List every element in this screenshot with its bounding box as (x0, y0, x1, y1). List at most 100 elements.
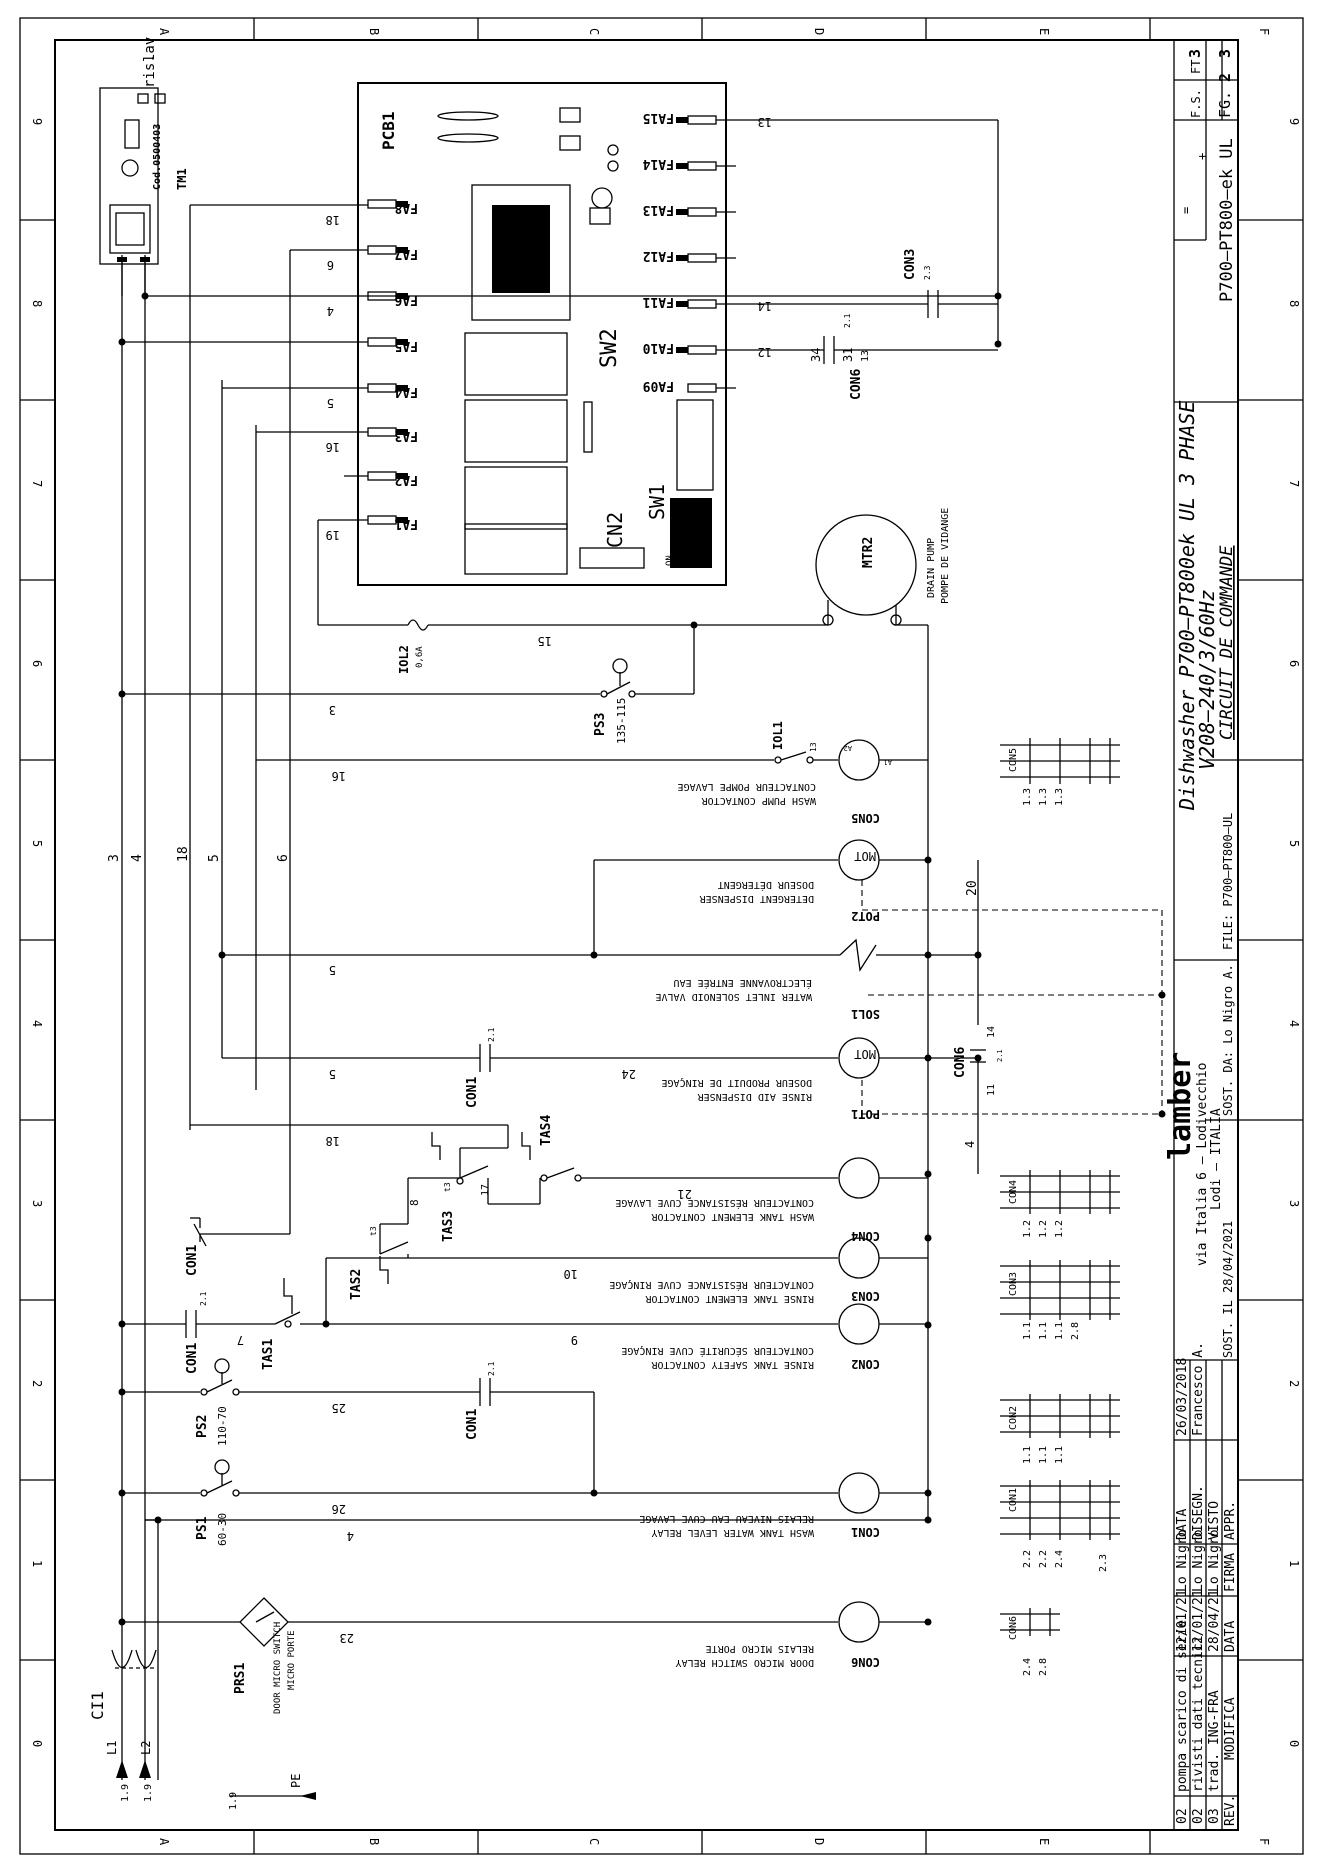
row-num-6: 6 (30, 660, 44, 667)
rev2-num: 02 (1191, 1808, 1206, 1824)
address-line1: via Italia 6 – Lodivecchio (1195, 1063, 1210, 1267)
row-num-4: 4 (30, 1020, 44, 1027)
tas-thermostats (274, 1132, 838, 1328)
col-letter-e: E (1037, 28, 1051, 35)
drain-pump-fr: POMPE DE VIDANGE (940, 508, 951, 604)
pcb-right-wire-labels: 13 14 12 34 31 13 (758, 115, 871, 362)
con1-cap-pot1-ref: 2.1 (487, 1027, 496, 1042)
row-num-3: 3 (30, 1200, 44, 1207)
vertical-wire-labels: 3 4 18 5 6 (107, 846, 291, 862)
iol2-value: 0,6A (415, 646, 425, 668)
row-num-4-right: 4 (1287, 1020, 1301, 1027)
row-num-8-right: 8 (1287, 300, 1301, 307)
wire-18-pcb: 18 (326, 213, 340, 227)
fa7-label: FA7 (395, 246, 418, 261)
con5-desc-en: WASH PUMP CONTACTOR (701, 795, 816, 806)
rev3-data: 28/04/21 (1207, 1589, 1222, 1652)
iol1-contact: 13 (809, 742, 818, 752)
con2-desc-en: RINSE TANK SAFETY CONTACTOR (650, 1359, 814, 1370)
modifica-header: MODIFICA (1223, 1697, 1238, 1760)
fs-value: 3 (1216, 49, 1234, 58)
ps2-range: 110-70 (216, 1406, 229, 1446)
fa3-label: FA3 (395, 428, 418, 443)
con5-desc-fr: CONTACTEUR POMPE LAVAGE (678, 781, 816, 792)
sost-da: SOST. DA: Lo Nigro A. (1221, 964, 1235, 1116)
rev1-data: 12/01/21 (1175, 1589, 1190, 1652)
pot1-desc-fr: DOSEUR PRODUIT DE RINÇAGE (661, 1077, 812, 1088)
con1-ref-3: 2.4 (1054, 1550, 1065, 1568)
prs1-row (122, 1597, 928, 1647)
fa09-label: FA09 (643, 378, 674, 393)
row-num-8: 8 (30, 300, 44, 307)
timer-code: Cod.0500403 (152, 124, 163, 190)
row-num-0-right: 0 (1287, 1740, 1301, 1747)
title-code: P700–PT800–ek UL (1217, 138, 1237, 302)
timer-ris: ris. (142, 54, 158, 88)
row-num-9: 9 (30, 118, 44, 125)
con5-ref-1: 1.3 (1022, 788, 1033, 806)
rev2-mod: rivisti dati tecnici (1191, 1635, 1206, 1792)
rev1-firma: Lo Nigro (1175, 1529, 1190, 1592)
disegn-value: Francesco A. (1191, 1342, 1206, 1436)
con5-label: CON5 (851, 811, 880, 825)
con5-row (256, 739, 928, 781)
con1-cap-ps2: CON1 (465, 1409, 480, 1440)
interlock-dot (1158, 991, 1166, 999)
pcb-left-wire-labels: 18 6 4 5 16 19 15 (326, 213, 552, 648)
title-block-grid (1173, 40, 1239, 1830)
data-label: DATA (1175, 1509, 1190, 1540)
con4-ref-2: 1.2 (1038, 1220, 1049, 1238)
fa1-label: FA1 (394, 516, 418, 531)
interlock-dot-2 (1158, 1110, 1166, 1118)
outer-border (19, 17, 1304, 1855)
wire-18-row (190, 1124, 509, 1148)
ft-value: 3 (1186, 49, 1204, 58)
pcb1-board (357, 82, 727, 586)
con1-ref-4: 2.3 (1098, 1554, 1109, 1572)
col-letter-a-bottom: A (157, 1838, 171, 1846)
con2-ref-2: 1.1 (1038, 1446, 1049, 1464)
pot1-mot: MOT (854, 1047, 876, 1061)
rev1-mod: pompa scarico di serie (1175, 1620, 1190, 1792)
prs1-desc-en: DOOR MICRO SWITCH (273, 1622, 283, 1714)
wire-13-top: 13 (758, 115, 772, 129)
wire-6-pcb: 6 (327, 258, 334, 272)
firma-header: FIRMA (1223, 1553, 1238, 1592)
wire-24: 24 (622, 1067, 636, 1081)
fg-label: FG. (1216, 91, 1234, 118)
wire-3-ps3: 3 (329, 703, 336, 717)
pe-label: PE (289, 1774, 303, 1788)
con1-cap-pot1: CON1 (465, 1077, 480, 1108)
col-letter-b-bottom: B (367, 1838, 381, 1845)
title-file: FILE: P700–PT800–UL (1221, 813, 1235, 950)
con6-cap-ref: 2.1 (843, 313, 852, 328)
con1-nc-label: CON1 (185, 1245, 200, 1276)
con1-coil-label: CON1 (851, 1525, 880, 1539)
row-num-0: 0 (30, 1740, 44, 1747)
tb-eq: = (1179, 207, 1193, 214)
col-letter-e-bottom: E (1037, 1838, 1051, 1845)
data-value: 26/03/2018 (1175, 1358, 1190, 1436)
sol1-label: SOL1 (851, 1007, 880, 1021)
address-line2: Lodi – ITALIA (1209, 1108, 1224, 1210)
col-letter-d: D (812, 28, 826, 35)
pcb-left-faston-labels: FA8 FA7 FA6 FA5 FA4 FA3 FA2 FA1 (394, 200, 418, 531)
ps1-range: 60-30 (216, 1513, 229, 1546)
revision-table: 26/03/2018 DATA Francesco A. DISEGN. VIS… (1175, 1342, 1238, 1826)
pcb-right-wiring (716, 119, 999, 389)
disegn-label: DISEGN. (1191, 1485, 1206, 1540)
appr-label: APPR. (1223, 1501, 1238, 1540)
col-letter-c-bottom: C (587, 1838, 601, 1845)
tas-t3-a: t3 (443, 1182, 452, 1192)
wire-20: 20 (965, 880, 980, 896)
wire-4-bottom: 4 (347, 1529, 354, 1543)
col-letter-b: B (367, 28, 381, 35)
prs1-label: PRS1 (233, 1663, 248, 1694)
wire-4-pcb: 4 (327, 304, 334, 318)
con2-ref-title: CON2 (1008, 1406, 1019, 1430)
fg-value: 2 (1216, 73, 1234, 82)
con3-ref-4: 2.8 (1070, 1322, 1081, 1340)
con4-ref-title: CON4 (1008, 1180, 1019, 1204)
